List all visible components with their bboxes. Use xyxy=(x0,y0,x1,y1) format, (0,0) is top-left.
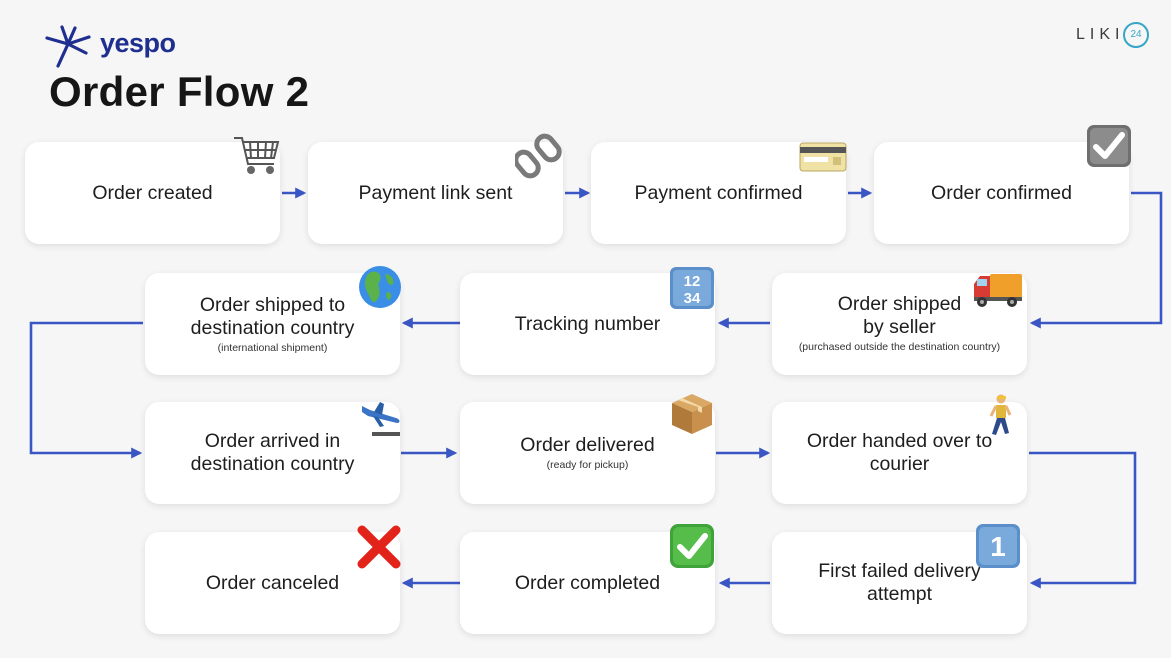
yespo-logo-text: yespo xyxy=(100,28,176,58)
step-label: Order completed xyxy=(514,571,661,594)
step-label: Payment link sent xyxy=(358,181,513,204)
step-label: Order created xyxy=(92,181,213,204)
package-icon xyxy=(669,391,715,437)
arrow-confirmed-to-shipped-by-seller xyxy=(1029,191,1163,329)
step-label: Payment confirmed xyxy=(634,181,803,204)
credit-card-icon xyxy=(799,141,847,173)
step-order-arrived-in-destination: Order arrived in destination country xyxy=(145,402,400,504)
step-order-created: Order created xyxy=(25,142,280,244)
step-order-confirmed: Order confirmed xyxy=(874,142,1129,244)
page-title: Order Flow 2 xyxy=(49,68,310,115)
walking-courier-icon xyxy=(986,394,1016,438)
check-mark-icon xyxy=(1086,124,1132,168)
check-box-icon xyxy=(669,523,715,569)
globe-icon xyxy=(357,264,403,310)
chain-link-icon xyxy=(515,133,565,179)
svg-text:34: 34 xyxy=(684,290,701,307)
yespo-logo-mark-icon xyxy=(45,25,91,68)
keycap-one-icon: 1 xyxy=(975,523,1021,569)
step-label: Order arrived in destination country xyxy=(190,430,355,475)
step-sublabel: (purchased outside the destination count… xyxy=(798,340,1001,353)
numbers-1234-icon: 12 34 xyxy=(669,266,715,310)
step-label: Order confirmed xyxy=(931,181,1072,204)
step-label: Order shipped to destination country xyxy=(190,293,355,339)
step-label: Order canceled xyxy=(205,571,340,594)
arrow-shipped-destination-to-arrived xyxy=(29,321,143,459)
step-sublabel: (international shipment) xyxy=(217,341,328,354)
step-label: Order handed over to courier xyxy=(806,430,993,475)
shopping-cart-icon xyxy=(232,132,282,180)
airplane-arrival-icon xyxy=(358,400,404,440)
step-label: Tracking number xyxy=(514,312,661,335)
step-label: Order delivered xyxy=(520,434,655,456)
step-order-shipped-to-destination: Order shipped to destination country (in… xyxy=(145,273,400,375)
liki24-logo-badge: 24 xyxy=(1123,22,1149,48)
arrow-handed-over-to-failed-attempt xyxy=(1029,451,1137,589)
svg-text:1: 1 xyxy=(990,531,1006,562)
step-order-canceled: Order canceled xyxy=(145,532,400,634)
step-order-handed-over-to-courier: Order handed over to courier xyxy=(772,402,1027,504)
step-order-delivered: Order delivered (ready for pickup) xyxy=(460,402,715,504)
step-sublabel: (ready for pickup) xyxy=(546,459,629,471)
step-label: First failed delivery attempt xyxy=(818,560,981,605)
delivery-truck-icon xyxy=(972,268,1024,310)
cross-mark-icon xyxy=(356,524,402,570)
liki24-logo-text: LIKI xyxy=(1076,26,1125,43)
step-payment-link-sent: Payment link sent xyxy=(308,142,563,244)
step-label: Order shipped by seller xyxy=(837,292,962,338)
svg-text:12: 12 xyxy=(684,273,701,290)
